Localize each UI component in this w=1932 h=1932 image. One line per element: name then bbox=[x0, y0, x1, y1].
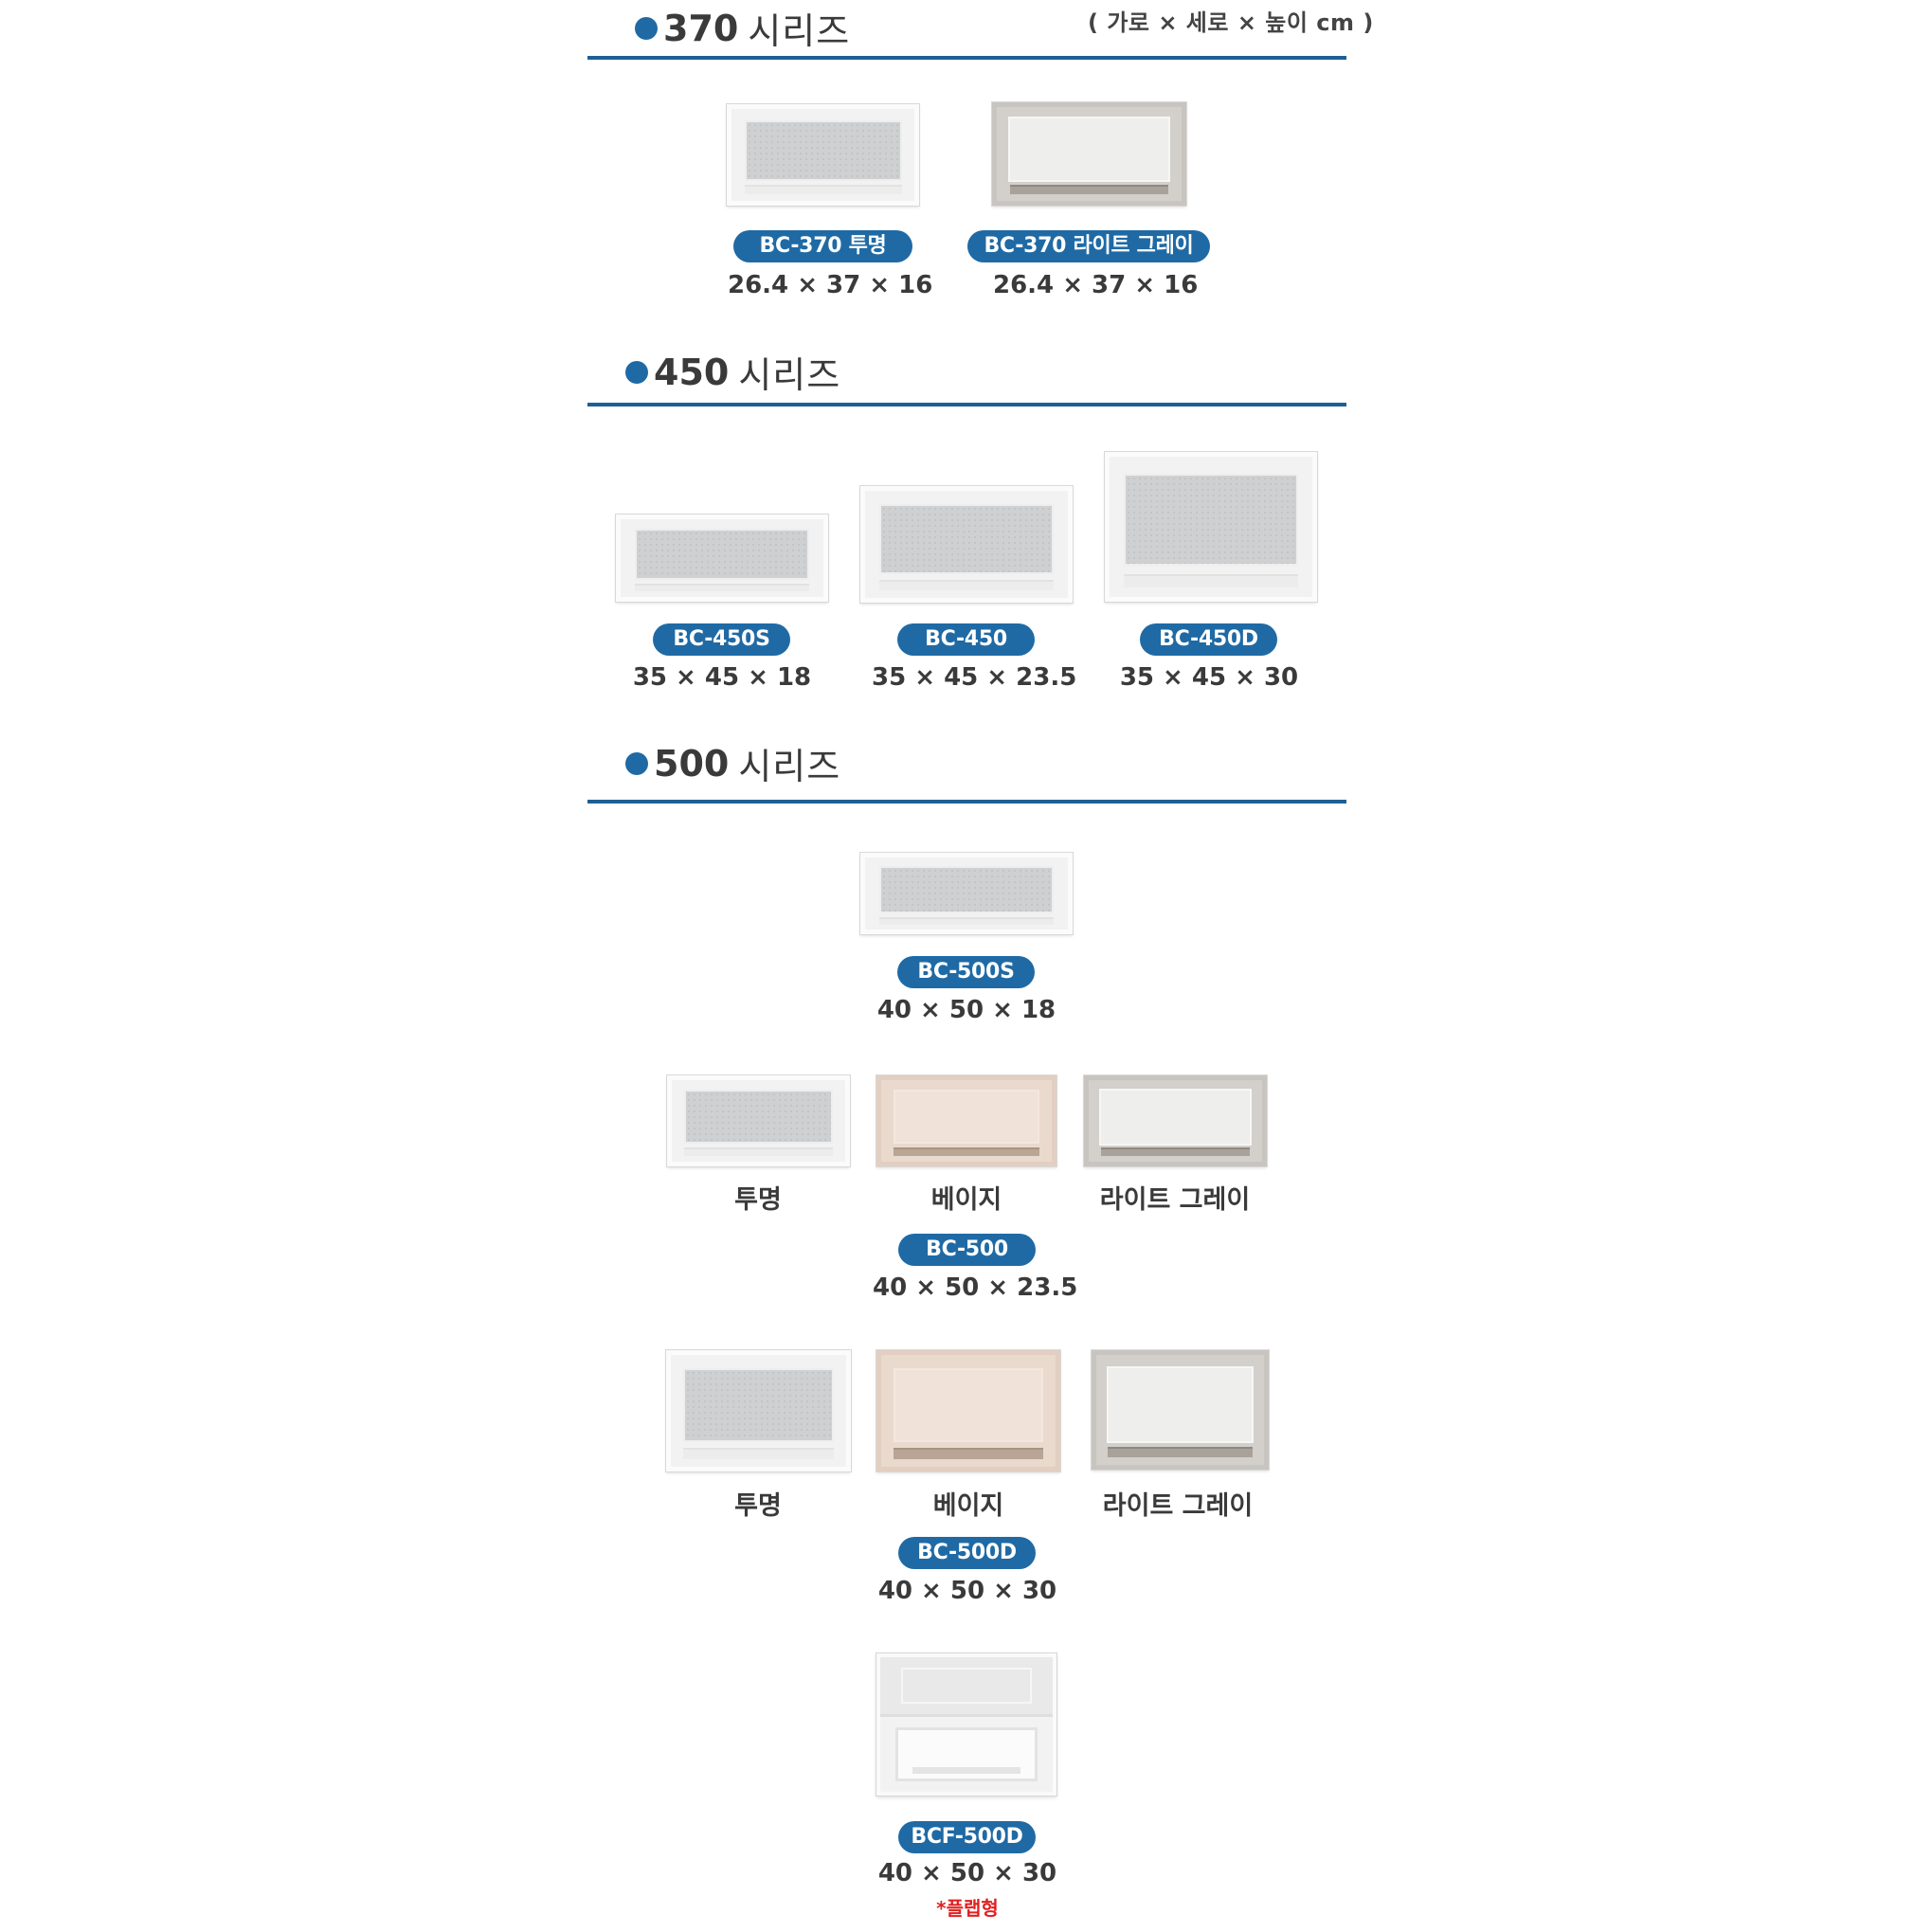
dimensions-text: 40 × 50 × 18 bbox=[876, 996, 1056, 1024]
drawer-image-bc370-clear bbox=[727, 104, 919, 206]
drawer-image-bc500-clear bbox=[667, 1075, 850, 1166]
dimensions-text: 35 × 45 × 30 bbox=[1119, 663, 1299, 692]
drawer-image-bc500d-clear bbox=[666, 1350, 851, 1472]
section-title-370: 370 시리즈 bbox=[635, 2, 850, 54]
dimensions-text: 40 × 50 × 30 bbox=[877, 1577, 1057, 1605]
section-title-500: 500 시리즈 bbox=[625, 737, 840, 789]
drawer-image-bc500d-beige bbox=[876, 1350, 1060, 1472]
color-label: 투명 bbox=[734, 1185, 782, 1215]
section-divider bbox=[587, 56, 1346, 60]
color-label: 라이트 그레이 bbox=[1099, 1185, 1251, 1215]
color-label: 베이지 bbox=[930, 1185, 1002, 1215]
dimensions-text: 40 × 50 × 30 bbox=[877, 1859, 1057, 1887]
dimensions-text: 35 × 45 × 18 bbox=[632, 663, 812, 692]
section-number: 450 bbox=[654, 351, 730, 393]
model-badge: BC-500S bbox=[897, 956, 1035, 988]
model-badge: BC-450S bbox=[653, 623, 790, 656]
dimensions-text: 35 × 45 × 23.5 bbox=[872, 663, 1077, 692]
model-badge: BC-500 bbox=[898, 1234, 1036, 1266]
section-title-450: 450 시리즈 bbox=[625, 346, 840, 398]
model-badge: BC-370 투명 bbox=[733, 230, 912, 262]
model-badge: BC-450 bbox=[897, 623, 1035, 656]
drawer-image-bc450s bbox=[616, 515, 828, 602]
drawer-image-bc370-gray bbox=[992, 102, 1186, 206]
section-divider bbox=[587, 800, 1346, 803]
dimensions-text: 26.4 × 37 × 16 bbox=[728, 271, 933, 299]
section-number: 370 bbox=[663, 7, 739, 49]
drawer-image-bc500s bbox=[860, 853, 1073, 934]
drawer-image-bc450d bbox=[1105, 452, 1317, 602]
dimensions-text: 26.4 × 37 × 16 bbox=[993, 271, 1199, 299]
section-word: 시리즈 bbox=[748, 10, 851, 52]
color-label: 투명 bbox=[734, 1491, 782, 1521]
section-word: 시리즈 bbox=[738, 354, 841, 396]
bullet-dot-icon bbox=[625, 360, 648, 384]
dimensions-text: 40 × 50 × 23.5 bbox=[873, 1273, 1078, 1302]
section-divider bbox=[587, 403, 1346, 406]
unit-note: ( 가로 × 세로 × 높이 cm ) bbox=[1088, 9, 1374, 36]
section-word: 시리즈 bbox=[738, 746, 841, 787]
drawer-image-bcf500d-flap bbox=[876, 1653, 1056, 1796]
drawer-image-bc500d-gray bbox=[1092, 1350, 1269, 1470]
bullet-dot-icon bbox=[635, 16, 658, 40]
color-label: 라이트 그레이 bbox=[1102, 1491, 1254, 1521]
bullet-dot-icon bbox=[625, 751, 648, 775]
color-label: 베이지 bbox=[932, 1491, 1004, 1521]
drawer-image-bc500-gray bbox=[1084, 1075, 1267, 1166]
model-badge: BC-500D bbox=[898, 1537, 1036, 1569]
model-badge: BCF-500D bbox=[898, 1821, 1036, 1853]
model-badge: BC-370 라이트 그레이 bbox=[967, 230, 1210, 262]
section-number: 500 bbox=[654, 742, 730, 785]
flap-type-note: *플랩형 bbox=[936, 1897, 999, 1920]
model-badge: BC-450D bbox=[1140, 623, 1277, 656]
drawer-image-bc450 bbox=[860, 486, 1073, 603]
drawer-image-bc500-beige bbox=[876, 1075, 1056, 1166]
